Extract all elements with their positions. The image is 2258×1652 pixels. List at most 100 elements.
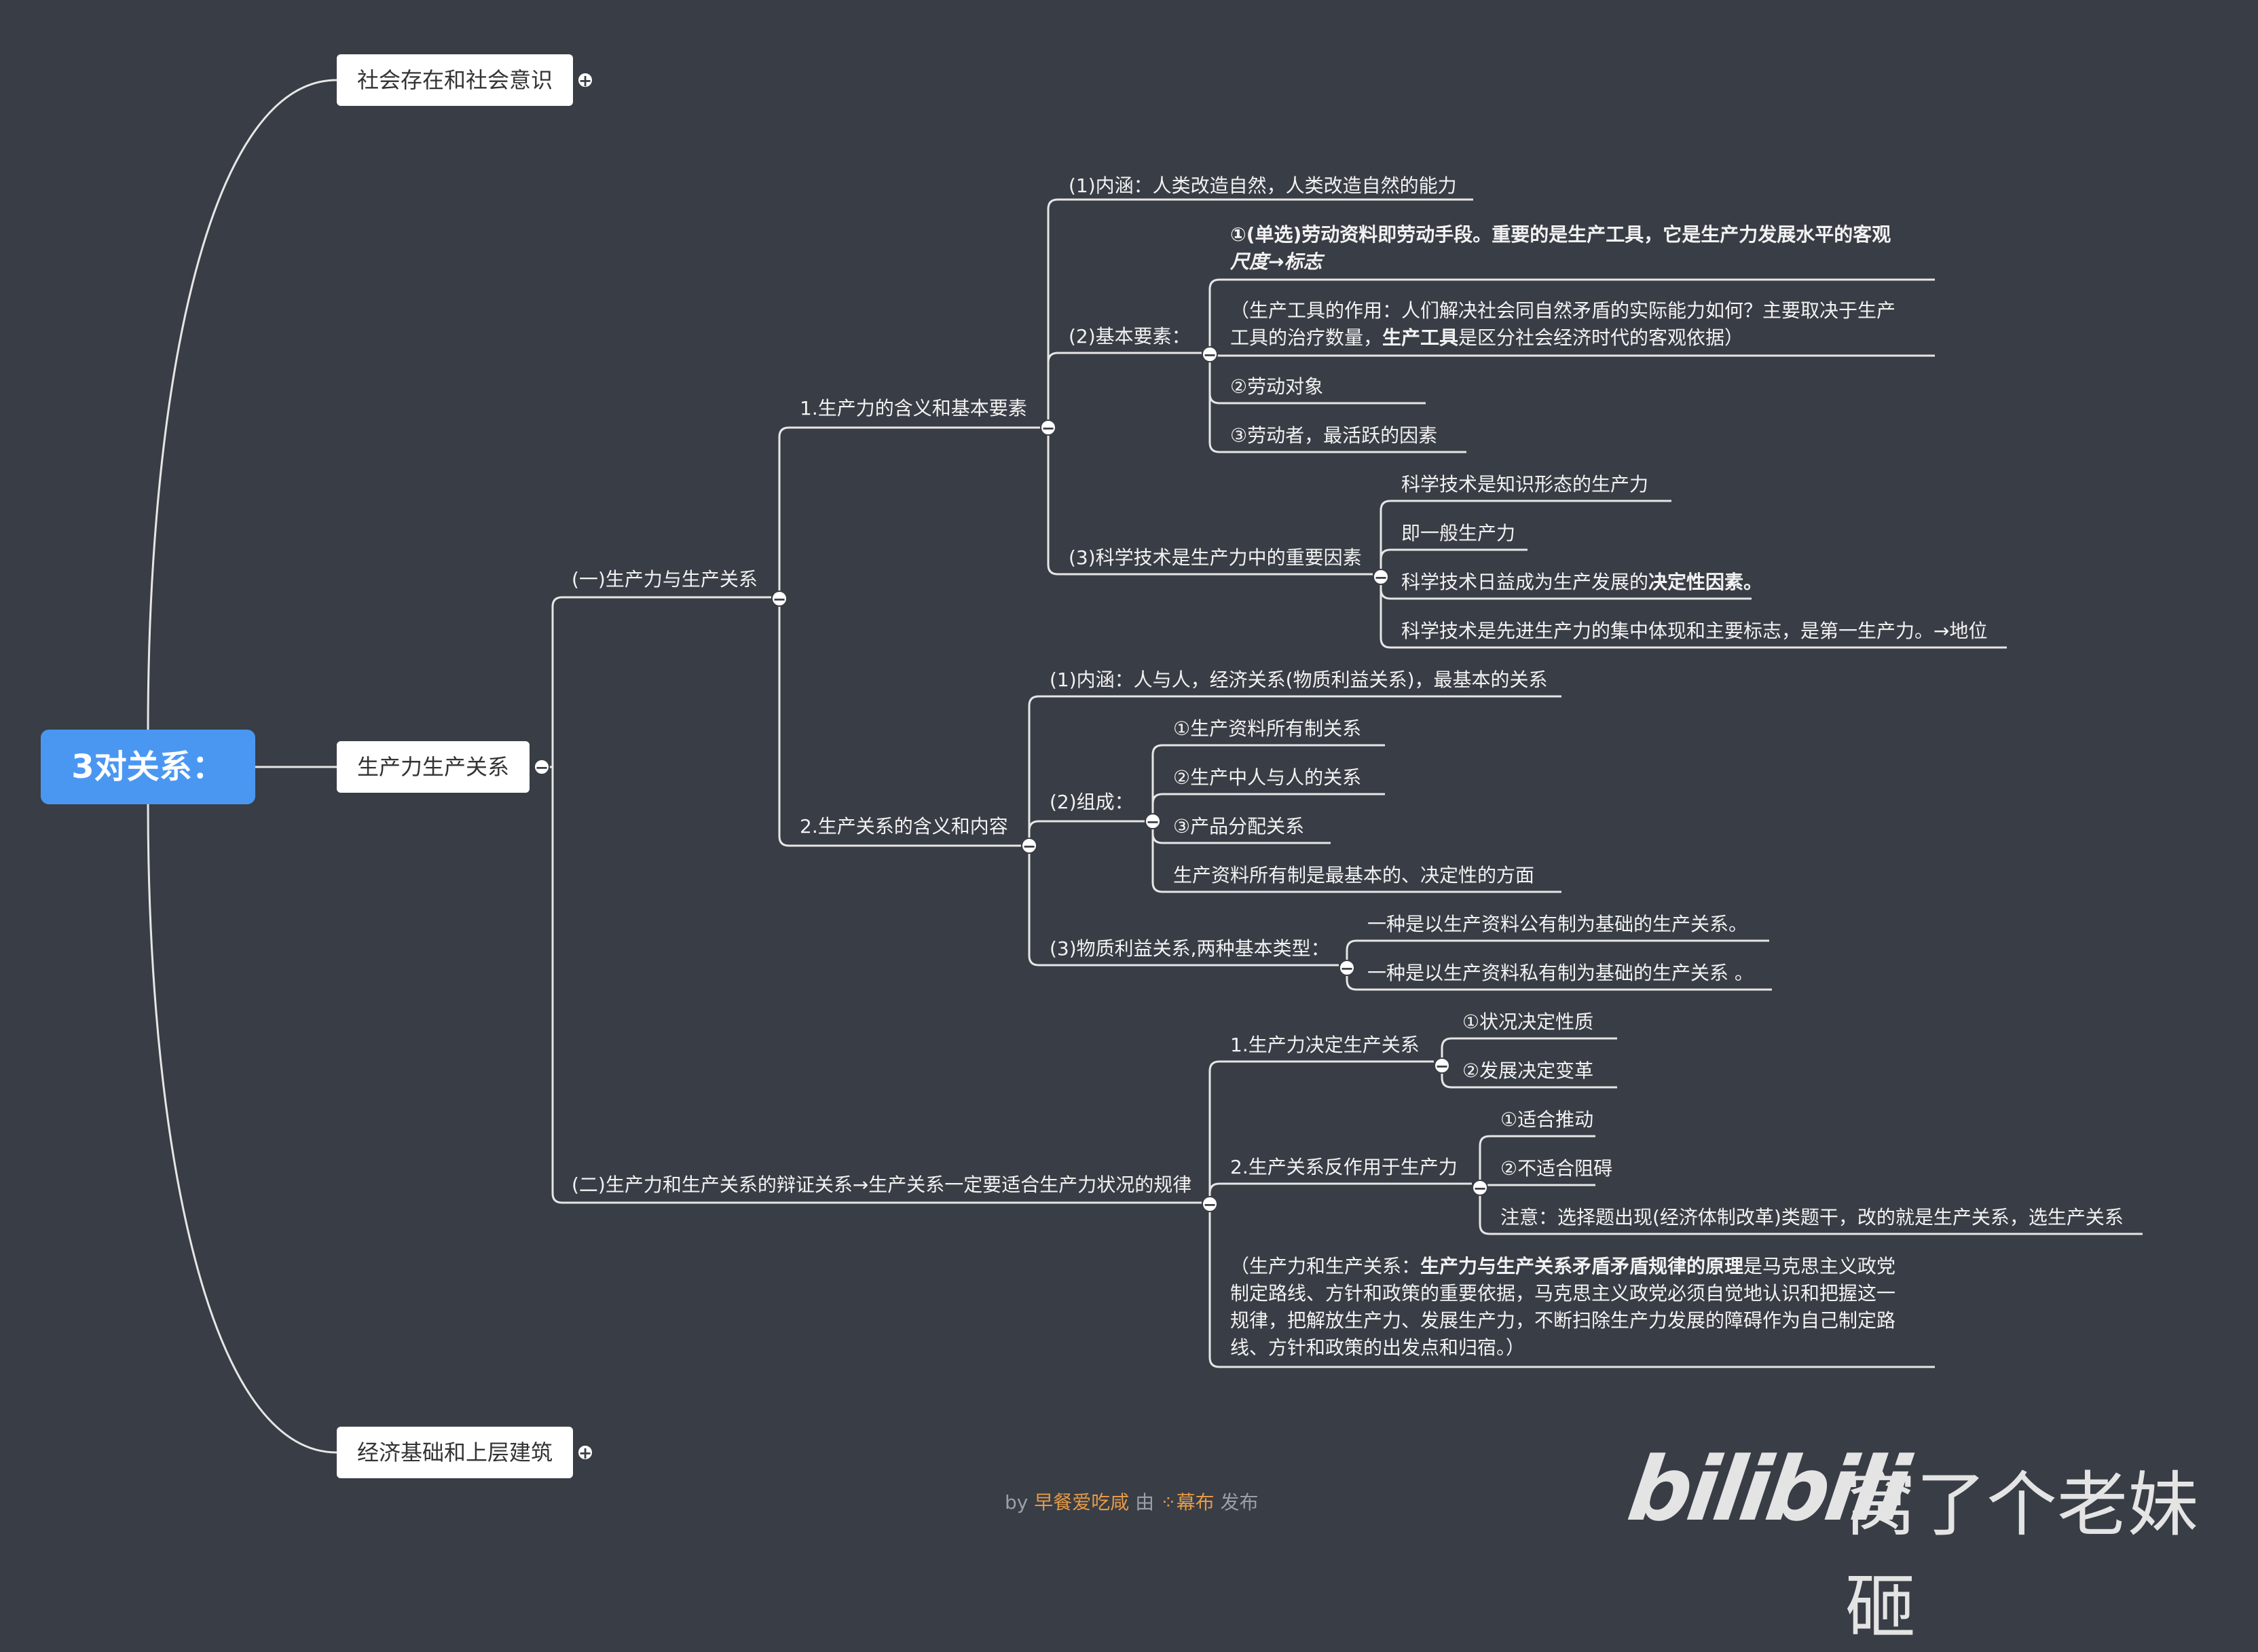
- node-basic-elements[interactable]: (2)基本要素：: [1069, 325, 1191, 348]
- watermark-username: 窝了个老妹砸: [1845, 1463, 2199, 1649]
- node-comp-4[interactable]: 生产资料所有制是最基本的、决定性的方面: [1173, 864, 1535, 886]
- br-elem-edge-3: [1208, 442, 1466, 453]
- node-determines[interactable]: 1.生产力决定生产关系: [1230, 1034, 1420, 1056]
- br-p1-edge-0: [1047, 198, 1473, 210]
- node-comp-2[interactable]: ②生产中人与人的关系: [1173, 766, 1362, 789]
- br-s2-edge-0: [1208, 1060, 1434, 1072]
- collapse-toggle-reacts[interactable]: −: [1472, 1179, 1488, 1198]
- element-tools-text: ①(单选)劳动资料即劳动手段。重要的是生产工具，它是生产力发展水平的客观: [1230, 223, 1891, 246]
- br-p2-edge-1: [1028, 820, 1145, 831]
- br-comp-edge-2: [1151, 833, 1331, 844]
- collapse-toggle-section-one[interactable]: −: [771, 590, 788, 609]
- br-react-edge-0: [1479, 1135, 1595, 1146]
- node-science-tech[interactable]: (3)科学技术是生产力中的重要因素: [1069, 546, 1362, 569]
- node-composition[interactable]: (2)组成：: [1050, 791, 1134, 813]
- br-sci-edge-0: [1380, 500, 1671, 511]
- br-elem-edge-0: [1208, 278, 1935, 290]
- br-comp-edge-1: [1151, 793, 1385, 804]
- node-sci-2[interactable]: 即一般生产力: [1401, 522, 1516, 544]
- footer-suffix: 发布: [1220, 1491, 1259, 1514]
- br-elem-edge-2: [1208, 393, 1426, 405]
- br-p1-edge-1: [1047, 352, 1202, 363]
- br-det-edge-0: [1441, 1037, 1617, 1049]
- br-comp-edge-0: [1151, 744, 1385, 755]
- node-sci-4[interactable]: 科学技术是先进生产力的集中体现和主要标志，是第一生产力。→地位: [1401, 620, 1988, 642]
- br-sci-edge-2: [1380, 588, 1752, 600]
- mubu-brand-link[interactable]: ⁘幕布: [1160, 1491, 1215, 1514]
- connector-lines: [147, 79, 2143, 1454]
- collapse-toggle-productive[interactable]: −: [534, 758, 550, 777]
- br-p1-edge-2: [1047, 564, 1373, 576]
- dialectic-note-line1: （生产力和生产关系：生产力与生产关系矛盾矛盾规律的原理是马克思主义政党: [1230, 1255, 1896, 1277]
- collapse-toggle-composition[interactable]: −: [1145, 812, 1161, 831]
- br-sci-edge-1: [1380, 548, 1528, 560]
- br-react-edge-2: [1479, 1224, 2143, 1235]
- root-node[interactable]: 3对关系：: [41, 730, 255, 804]
- collapse-toggle-science[interactable]: −: [1373, 568, 1389, 587]
- br-sci-edge-3: [1380, 637, 2007, 649]
- curve-root-economic: [147, 804, 337, 1454]
- node-comp-1[interactable]: ①生产资料所有制关系: [1173, 717, 1362, 740]
- node-material-interest[interactable]: (3)物质利益关系,两种基本类型：: [1050, 937, 1330, 960]
- footer-by: by: [1005, 1491, 1029, 1514]
- br-l1-edge-1: [551, 1193, 1202, 1204]
- node-economic-base[interactable]: 经济基础和上层建筑: [337, 1427, 573, 1478]
- node-react-1[interactable]: ①适合推动: [1500, 1108, 1594, 1131]
- mindmap-canvas: 3对关系： 社会存在和社会意识 生产力生产关系 经济基础和上层建筑 (一)生产力…: [41, 54, 2198, 1649]
- br-det-edge-1: [1441, 1077, 1617, 1089]
- expand-toggle-economic[interactable]: +: [577, 1444, 593, 1463]
- expand-toggle-social[interactable]: +: [577, 71, 593, 90]
- collapse-toggle-determines[interactable]: −: [1434, 1057, 1450, 1076]
- node-laborer[interactable]: ③劳动者，最活跃的因素: [1230, 424, 1438, 447]
- collapse-toggle-elements[interactable]: −: [1202, 345, 1218, 364]
- node-section-two[interactable]: (二)生产力和生产关系的辩证关系→生产关系一定要适合生产力状况的规律: [572, 1174, 1192, 1196]
- node-section-one[interactable]: (一)生产力与生产关系: [572, 568, 758, 590]
- node-public-ownership[interactable]: 一种是以生产资料公有制为基础的生产关系。: [1367, 913, 1748, 935]
- node-social-existence[interactable]: 社会存在和社会意识: [337, 54, 573, 106]
- br-s1-edge-0: [778, 426, 1040, 438]
- dialectic-note-line3: 规律，把解放生产力、发展生产力，不断扫除生产力发展的障碍作为自己制定路: [1230, 1309, 1896, 1332]
- node-sci-1[interactable]: 科学技术是知识形态的生产力: [1401, 473, 1649, 495]
- tools-note-line2: 工具的治疗数量，生产工具是区分社会经济时代的客观依据）: [1230, 326, 1744, 349]
- br-p2-edge-2: [1028, 955, 1339, 966]
- collapse-toggle-section-two[interactable]: −: [1202, 1195, 1218, 1214]
- node-element-tools[interactable]: ①(单选)劳动资料即劳动手段。重要的是生产工具，它是生产力发展水平的客观 尺度→…: [1230, 221, 1936, 276]
- element-tools-tail: 尺度→标志: [1230, 250, 1322, 273]
- node-relations-meaning[interactable]: 2.生产关系的含义和内容: [800, 815, 1008, 838]
- collapse-toggle-p2[interactable]: −: [1021, 837, 1037, 856]
- node-reacts[interactable]: 2.生产关系反作用于生产力: [1230, 1156, 1458, 1178]
- node-react-2[interactable]: ②不适合阻碍: [1500, 1157, 1613, 1180]
- node-labor-object[interactable]: ②劳动对象: [1230, 375, 1324, 398]
- br-comp-edge-3: [1151, 882, 1561, 893]
- br-s2-edge-2: [1208, 1357, 1935, 1368]
- node-productivity-meaning[interactable]: 1.生产力的含义和基本要素: [800, 397, 1027, 419]
- author-link[interactable]: 早餐爱吃咸: [1034, 1491, 1130, 1514]
- br-s1-edge-1: [778, 836, 1021, 847]
- br-s2-edge-1: [1208, 1182, 1472, 1194]
- node-det-2[interactable]: ②发展决定变革: [1462, 1059, 1594, 1082]
- br-int-edge-0: [1346, 939, 1769, 951]
- br-l1-edge-0: [551, 596, 771, 607]
- br-react-edge-1: [1479, 1184, 1595, 1195]
- node-p2-connotation[interactable]: (1)内涵：人与人，经济关系(物质利益关系)，最基本的关系: [1050, 669, 1548, 691]
- node-react-note[interactable]: 注意：选择题出现(经济体制改革)类题干，改的就是生产关系，选生产关系: [1500, 1206, 2124, 1228]
- br-p2-edge-0: [1028, 695, 1561, 707]
- br-int-edge-1: [1346, 979, 1772, 991]
- node-element-tools-note[interactable]: （生产工具的作用：人们解决社会同自然矛盾的实际能力如何？主要取决于生产 工具的治…: [1230, 297, 1936, 352]
- node-productive-forces[interactable]: 生产力生产关系: [337, 741, 530, 793]
- footer-by2: 由: [1135, 1491, 1155, 1514]
- node-sci-3[interactable]: 科学技术日益成为生产发展的决定性因素。: [1401, 571, 1763, 593]
- node-comp-3[interactable]: ③产品分配关系: [1173, 815, 1305, 838]
- collapse-toggle-interest[interactable]: −: [1339, 959, 1355, 978]
- node-private-ownership[interactable]: 一种是以生产资料私有制为基础的生产关系 。: [1367, 962, 1754, 984]
- node-p1-connotation[interactable]: (1)内涵：人类改造自然，人类改造自然的能力: [1069, 174, 1457, 197]
- node-det-1[interactable]: ①状况决定性质: [1462, 1011, 1594, 1033]
- dialectic-note-line4: 线、方针和政策的出发点和归宿。）: [1230, 1336, 1525, 1359]
- publish-footer: by 早餐爱吃咸 由 ⁘幕布 发布: [1005, 1488, 1259, 1515]
- tools-note-line1: （生产工具的作用：人们解决社会同自然矛盾的实际能力如何？主要取决于生产: [1230, 299, 1896, 322]
- curve-root-social: [147, 79, 337, 730]
- dialectic-note-line2: 制定路线、方针和政策的重要依据，马克思主义政党必须自觉地认识和把握这一: [1230, 1282, 1896, 1304]
- mubu-logo-icon: ⁘: [1160, 1491, 1177, 1514]
- collapse-toggle-p1[interactable]: −: [1040, 419, 1056, 438]
- node-dialectic-note[interactable]: （生产力和生产关系：生产力与生产关系矛盾矛盾规律的原理是马克思主义政党 制定路线…: [1230, 1253, 1936, 1362]
